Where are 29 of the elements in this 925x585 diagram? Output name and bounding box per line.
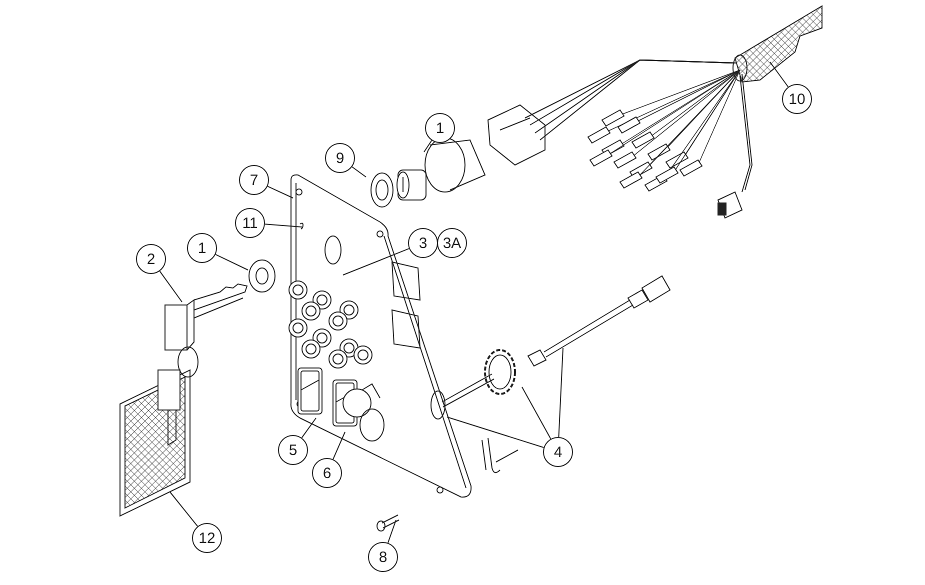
leader-line <box>264 224 302 228</box>
callout-number: 12 <box>192 523 222 553</box>
callout-number: 6 <box>312 458 342 488</box>
leader-line <box>446 416 544 448</box>
callout-number: 10 <box>782 84 812 114</box>
callout-number: 9 <box>325 143 355 173</box>
callout-number: 1 <box>425 113 455 143</box>
leader-line <box>215 254 248 270</box>
leader-line <box>352 166 366 178</box>
callout-number: 7 <box>239 165 269 195</box>
callout-number: 8 <box>368 542 398 572</box>
leader-line <box>332 432 346 460</box>
callout-number: 5 <box>278 435 308 465</box>
callout-number: 3 <box>408 228 438 258</box>
callout-number: 11 <box>235 208 265 238</box>
callout-number: 1 <box>187 233 217 263</box>
leader-line <box>267 186 294 198</box>
callout-number: 2 <box>136 244 166 274</box>
leader-line <box>301 418 316 438</box>
callout-number: 4 <box>543 437 573 467</box>
leader-line <box>170 492 198 527</box>
leader-line <box>522 386 552 440</box>
leader-line <box>387 520 396 544</box>
callout-number: 3A <box>437 228 467 258</box>
leader-line <box>558 348 564 438</box>
leader-line <box>342 248 410 276</box>
leader-line <box>770 62 789 88</box>
leader-line <box>159 270 182 302</box>
leader-line <box>424 140 432 152</box>
